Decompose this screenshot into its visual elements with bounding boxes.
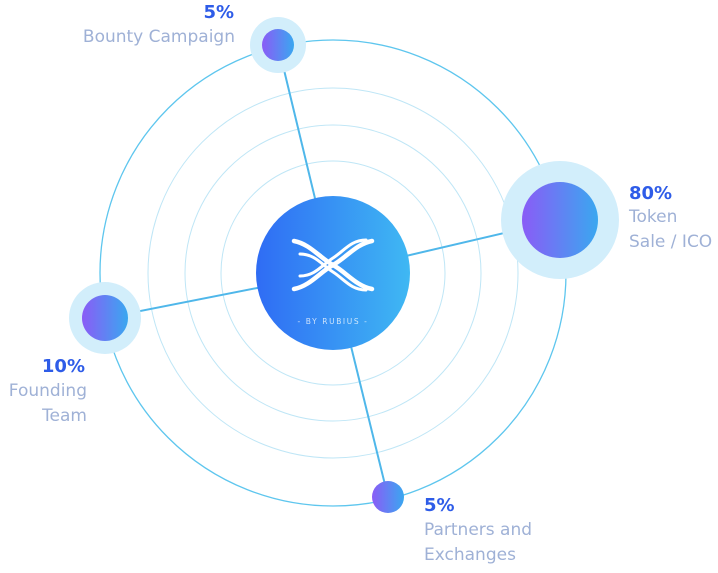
x-weave-logo-icon [291,238,375,292]
center-caption: - BY RUBIUS - [298,317,369,326]
founding-team-label: Founding Team [8,381,87,426]
node-token-sale [522,182,598,258]
bounty-label: Bounty Campaign [82,27,235,47]
partners-percent: 5% [424,495,455,516]
bounty-percent: 5% [203,2,234,23]
node-founding-team [82,295,128,341]
token-sale-percent: 80% [629,183,673,204]
node-bounty [262,29,294,61]
partners-label: Partners and Exchanges [424,520,533,565]
inner-ring-2 [184,124,482,422]
founding-team-percent: 10% [41,356,85,377]
node-partners [372,481,404,513]
inner-ring-3 [220,160,446,386]
token-sale-label: Token Sale / ICO [629,207,713,252]
inner-ring-1 [147,87,519,459]
